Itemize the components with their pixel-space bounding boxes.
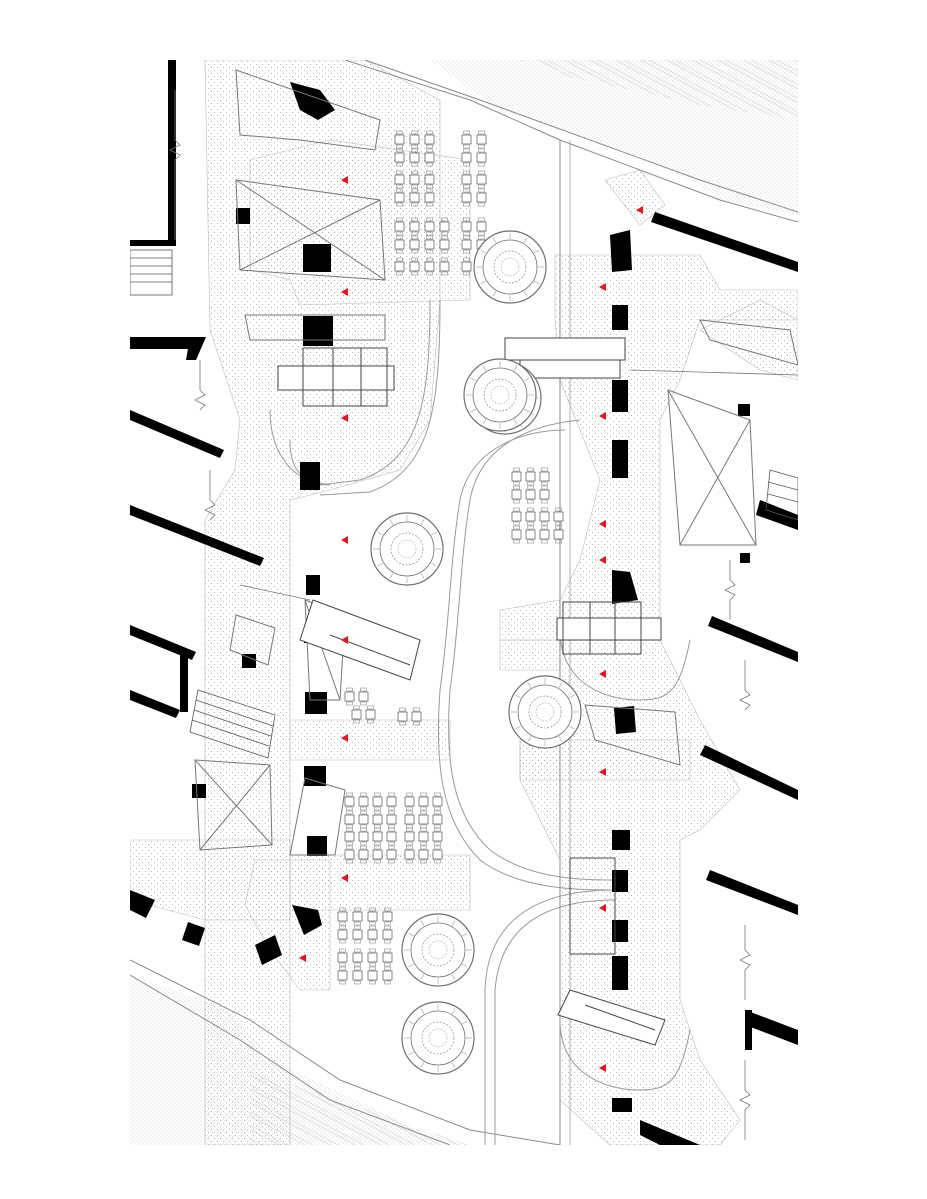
direction-marker	[599, 1064, 606, 1072]
seating-group	[344, 827, 397, 864]
tree-planter	[473, 230, 547, 304]
seating-group	[511, 467, 550, 504]
direction-marker	[341, 636, 348, 644]
tree-planter	[401, 913, 475, 987]
direction-marker	[299, 954, 306, 962]
seating-group	[511, 507, 564, 544]
landscaped-terrain	[130, 60, 798, 1145]
direction-marker	[341, 536, 348, 544]
seating-group	[394, 170, 435, 207]
direction-marker	[599, 412, 606, 420]
seating-group	[394, 130, 435, 167]
direction-marker	[341, 414, 348, 422]
seating-group	[344, 792, 397, 829]
direction-marker	[599, 283, 606, 291]
direction-marker	[636, 206, 643, 214]
direction-marker	[341, 874, 348, 882]
seating-group	[337, 948, 393, 985]
direction-marker	[599, 768, 606, 776]
railings	[169, 90, 798, 1140]
direction-marker	[341, 176, 348, 184]
stairs	[130, 249, 798, 759]
seating-areas	[337, 130, 564, 985]
seating-group	[337, 907, 393, 944]
seating-group	[394, 257, 450, 276]
seating-group	[351, 705, 376, 724]
seating-group	[461, 130, 487, 167]
tree-planter	[401, 1001, 475, 1075]
seating-group	[404, 827, 443, 864]
direction-markers	[299, 176, 643, 1072]
direction-marker	[599, 670, 606, 678]
tree-planter	[370, 512, 444, 586]
pergolas	[277, 337, 666, 1046]
direction-marker	[599, 904, 606, 912]
direction-marker	[341, 734, 348, 742]
direction-marker	[599, 520, 606, 528]
road-edges	[130, 60, 798, 1145]
seating-group	[461, 170, 487, 207]
trees	[370, 230, 582, 1075]
seating-group	[394, 217, 450, 254]
curved-paths	[269, 299, 691, 1145]
seating-group	[344, 687, 369, 706]
direction-marker	[341, 288, 348, 296]
tree-planter	[463, 358, 537, 432]
tree-planter	[508, 675, 582, 749]
seating-group	[404, 792, 443, 829]
seating-group	[397, 707, 422, 726]
direction-marker	[599, 556, 606, 564]
